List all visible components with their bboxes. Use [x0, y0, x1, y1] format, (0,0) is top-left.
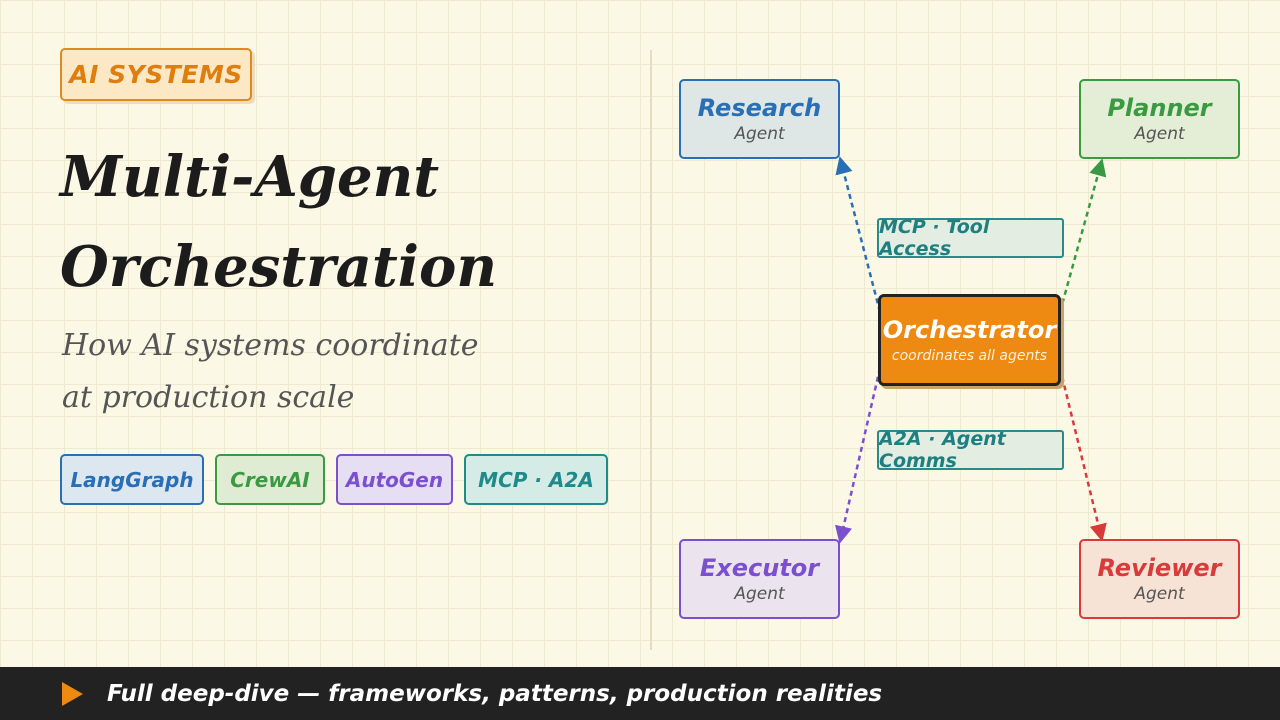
reviewer-agent-role: Agent [1134, 584, 1185, 604]
orchestrator-node: Orchestrator coordinates all agents [878, 294, 1061, 386]
reviewer-agent-node: Reviewer Agent [1079, 539, 1240, 619]
subtitle-line-2: at production scale [62, 380, 355, 415]
executor-agent-role: Agent [734, 584, 785, 604]
column-divider [650, 50, 652, 650]
executor-agent-node: Executor Agent [679, 539, 840, 619]
connector-research [835, 156, 882, 313]
chip-langgraph: LangGraph [60, 454, 204, 505]
chip-autogen: AutoGen [336, 454, 453, 505]
research-agent-name: Research [697, 94, 822, 122]
chip-crewai: CrewAI [215, 454, 325, 505]
planner-agent-name: Planner [1107, 94, 1212, 122]
a2a-agent-comms-label: A2A · Agent Comms [877, 428, 1064, 472]
connector-planner [1058, 158, 1107, 313]
page-title: Multi-Agent Orchestration [60, 132, 620, 312]
title-line-2: Orchestration [60, 234, 498, 300]
subtitle-line-1: How AI systems coordinate [62, 328, 479, 363]
research-agent-node: Research Agent [679, 79, 840, 159]
reviewer-agent-name: Reviewer [1097, 554, 1222, 582]
chip-mcp-a2a: MCP · A2A [464, 454, 608, 505]
footer-text: Full deep-dive — frameworks, patterns, p… [107, 680, 883, 707]
planner-agent-role: Agent [1134, 124, 1185, 144]
connector-reviewer [1058, 367, 1107, 542]
footer-bar: Full deep-dive — frameworks, patterns, p… [0, 667, 1280, 720]
orchestrator-subtitle: coordinates all agents [891, 348, 1048, 364]
connector-executor [835, 367, 882, 544]
executor-agent-name: Executor [699, 554, 820, 582]
section-tag: AI SYSTEMS [60, 48, 252, 101]
page-subtitle: How AI systems coordinate at production … [62, 320, 602, 424]
mcp-tool-access-label: MCP · Tool Access [877, 216, 1064, 260]
title-line-1: Multi-Agent [60, 144, 440, 210]
orchestrator-name: Orchestrator [882, 316, 1057, 344]
research-agent-role: Agent [734, 124, 785, 144]
play-icon [62, 681, 83, 706]
planner-agent-node: Planner Agent [1079, 79, 1240, 159]
